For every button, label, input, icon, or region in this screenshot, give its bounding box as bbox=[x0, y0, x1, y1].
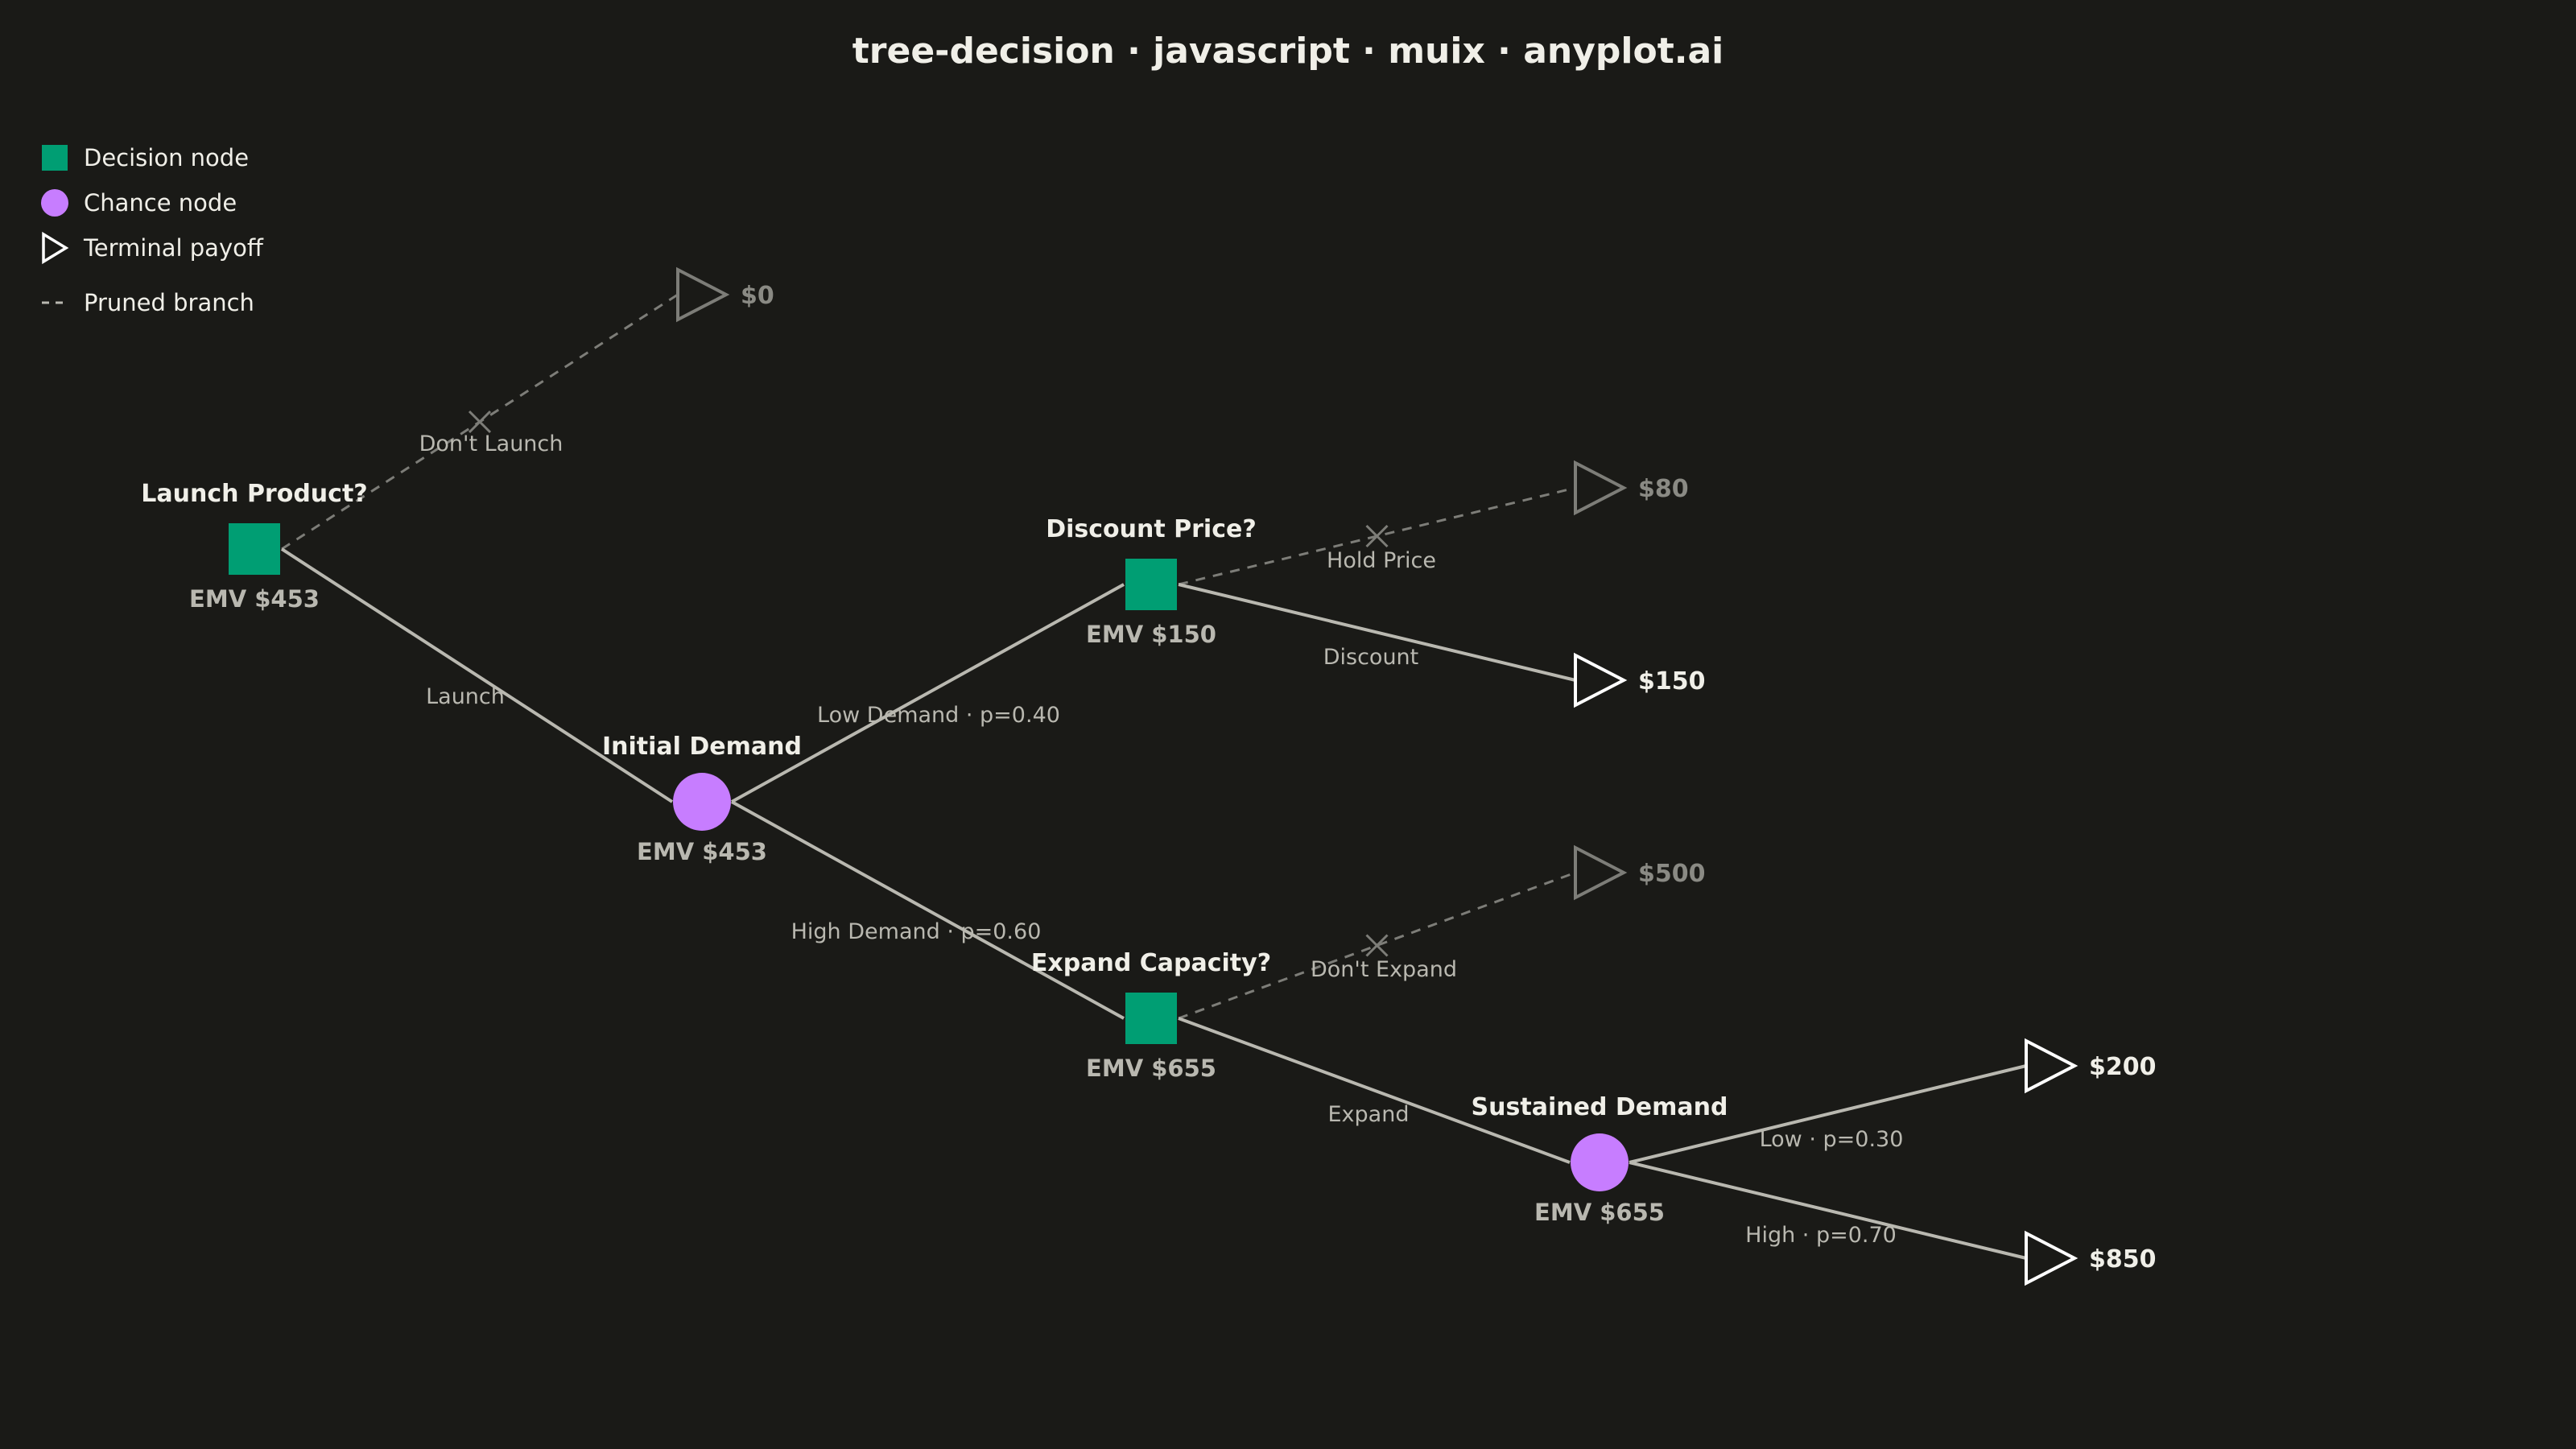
terminal-node bbox=[2025, 1038, 2079, 1094]
legend-terminal-swatch bbox=[42, 231, 69, 265]
emv-label: EMV $655 bbox=[1086, 1055, 1216, 1082]
pruned-x-icon bbox=[1365, 524, 1389, 548]
decision-node bbox=[1125, 559, 1177, 610]
legend-decision-label: Decision node bbox=[84, 144, 249, 171]
node-title: Expand Capacity? bbox=[1031, 949, 1271, 977]
branch-line bbox=[1629, 1161, 2027, 1260]
payoff-label: $80 bbox=[1638, 475, 1689, 503]
pruned-terminal-node bbox=[1574, 460, 1628, 516]
branch-line bbox=[731, 800, 1125, 1020]
branch-label: Expand bbox=[1328, 1102, 1410, 1127]
legend-chance-swatch bbox=[41, 189, 68, 217]
node-title: Sustained Demand bbox=[1472, 1093, 1728, 1121]
branch-line bbox=[1178, 1017, 1571, 1164]
payoff-label: $850 bbox=[2089, 1245, 2157, 1274]
branches bbox=[280, 293, 2027, 1260]
emv-label: EMV $453 bbox=[637, 838, 767, 865]
payoff-label: $500 bbox=[1638, 860, 1706, 888]
node-title: Discount Price? bbox=[1046, 515, 1257, 543]
legend-pruned-label: Pruned branch bbox=[84, 289, 254, 316]
terminal-node bbox=[2025, 1230, 2079, 1286]
legend: Decision node Chance node Terminal payof… bbox=[41, 144, 264, 316]
branch-label: Hold Price bbox=[1327, 548, 1436, 573]
pruned-x-icon bbox=[468, 410, 492, 434]
branch-line bbox=[1629, 1064, 2027, 1164]
branch-label: High · p=0.70 bbox=[1745, 1223, 1897, 1248]
pruned-x-icon bbox=[1365, 934, 1389, 957]
legend-chance-label: Chance node bbox=[84, 189, 237, 217]
emv-label: EMV $453 bbox=[189, 585, 320, 613]
diagram-title: tree-decision · javascript · muix · anyp… bbox=[852, 31, 1724, 72]
pruned-terminal-node bbox=[676, 266, 730, 323]
emv-label: EMV $655 bbox=[1534, 1199, 1665, 1226]
branch-label: High Demand · p=0.60 bbox=[791, 919, 1042, 944]
branch-label: Don't Expand bbox=[1311, 957, 1457, 982]
emv-label: EMV $150 bbox=[1086, 621, 1216, 648]
node-title: Launch Product? bbox=[141, 480, 367, 508]
decision-node bbox=[1125, 993, 1177, 1044]
pruned-terminal-node bbox=[1574, 844, 1628, 901]
payoff-label: $150 bbox=[1638, 667, 1706, 696]
chance-node bbox=[673, 773, 731, 831]
branch-line bbox=[280, 547, 674, 803]
chance-node bbox=[1571, 1133, 1629, 1191]
branch-label: Don't Launch bbox=[419, 431, 564, 456]
branch-label: Low Demand · p=0.40 bbox=[817, 703, 1060, 728]
branch-label: Discount bbox=[1323, 645, 1419, 670]
node-title: Initial Demand bbox=[602, 733, 802, 761]
legend-decision-swatch bbox=[42, 145, 68, 171]
branch-label: Low · p=0.30 bbox=[1760, 1127, 1904, 1152]
branch-label: Launch bbox=[426, 684, 505, 709]
legend-terminal-label: Terminal payoff bbox=[83, 234, 264, 262]
payoff-label: $200 bbox=[2089, 1053, 2157, 1081]
decision-node bbox=[229, 523, 280, 575]
branch-line bbox=[731, 583, 1125, 803]
payoff-label: $0 bbox=[741, 282, 774, 310]
terminal-node bbox=[1574, 652, 1628, 708]
branch-line bbox=[1178, 583, 1576, 682]
